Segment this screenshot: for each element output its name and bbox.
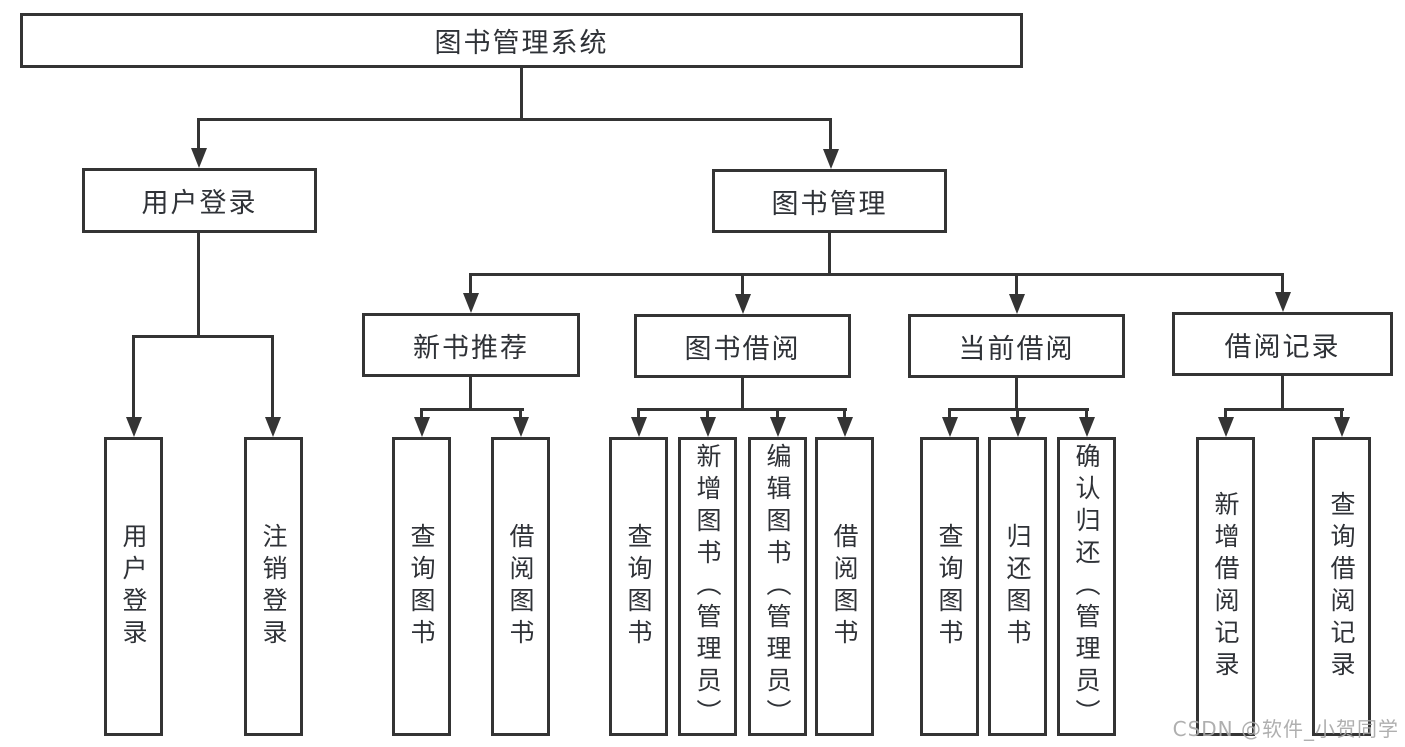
leaf-query-books-current: 查询图书	[920, 437, 979, 736]
arrowhead-icon	[942, 417, 958, 437]
arrowhead-icon	[126, 417, 142, 437]
connector-line	[1015, 273, 1018, 298]
connector-line	[1085, 408, 1088, 420]
leaf-borrow-books-recommend-label: 借阅图书	[506, 522, 535, 651]
arrowhead-icon	[1334, 417, 1350, 437]
connector-line	[1281, 273, 1284, 296]
leaf-add-books-admin-label: 新增图书（管理员）	[693, 442, 722, 731]
arrowhead-icon	[770, 417, 786, 437]
arrowhead-icon	[513, 417, 529, 437]
connector-line	[828, 233, 831, 276]
leaf-query-borrow-record: 查询借阅记录	[1312, 437, 1371, 736]
connector-line	[1340, 408, 1343, 420]
connector-line	[197, 118, 200, 152]
connector-line	[132, 335, 135, 420]
node-book-management: 图书管理	[712, 169, 947, 233]
leaf-query-books-recommend-label: 查询图书	[407, 522, 436, 651]
node-user-login-label: 用户登录	[141, 188, 258, 219]
arrowhead-icon	[414, 417, 430, 437]
connector-line	[829, 118, 832, 152]
node-book-borrow: 图书借阅	[634, 314, 851, 378]
node-borrow-records: 借阅记录	[1172, 312, 1393, 376]
connector-line	[637, 408, 640, 420]
leaf-add-borrow-record: 新增借阅记录	[1196, 437, 1255, 736]
connector-line	[1224, 408, 1227, 420]
leaf-logout: 注销登录	[244, 437, 303, 736]
arrowhead-icon	[837, 417, 853, 437]
arrowhead-icon	[1009, 294, 1025, 314]
node-book-borrow-label: 图书借阅	[684, 333, 801, 365]
arrowhead-icon	[463, 293, 479, 313]
node-borrow-records-label: 借阅记录	[1224, 331, 1341, 363]
connector-line	[706, 408, 709, 420]
leaf-query-books-recommend: 查询图书	[392, 437, 451, 736]
leaf-query-books-current-label: 查询图书	[935, 522, 964, 651]
connector-line	[1015, 378, 1018, 408]
connector-line	[637, 408, 847, 411]
leaf-logout-label: 注销登录	[259, 522, 288, 651]
leaf-edit-books-admin-label: 编辑图书（管理员）	[763, 442, 792, 731]
arrowhead-icon	[265, 417, 281, 437]
node-new-book-recommend: 新书推荐	[362, 313, 580, 377]
arrowhead-icon	[631, 417, 647, 437]
connector-line	[197, 233, 200, 338]
connector-line	[520, 68, 523, 120]
leaf-edit-books-admin: 编辑图书（管理员）	[748, 437, 807, 736]
leaf-user-login: 用户登录	[104, 437, 163, 736]
leaf-borrow-books-recommend: 借阅图书	[491, 437, 550, 736]
arrowhead-icon	[735, 294, 751, 314]
connector-line	[271, 335, 274, 420]
node-current-borrow-label: 当前借阅	[958, 333, 1075, 365]
connector-line	[843, 408, 846, 420]
arrowhead-icon	[700, 417, 716, 437]
connector-line	[469, 273, 1284, 276]
arrowhead-icon	[1218, 417, 1234, 437]
connector-line	[741, 378, 744, 408]
node-current-borrow: 当前借阅	[908, 314, 1125, 378]
connector-line	[420, 408, 423, 420]
arrowhead-icon	[1275, 292, 1291, 312]
leaf-query-borrow-record-label: 查询借阅记录	[1327, 490, 1356, 683]
leaf-borrow-books: 借阅图书	[815, 437, 874, 736]
leaf-query-books-borrow-label: 查询图书	[624, 522, 653, 651]
connector-line	[1281, 376, 1284, 408]
connector-line	[741, 273, 744, 298]
leaf-query-books-borrow: 查询图书	[609, 437, 668, 736]
leaf-borrow-books-label: 借阅图书	[830, 522, 859, 651]
connector-line	[132, 335, 274, 338]
connector-line	[1016, 408, 1019, 420]
arrowhead-icon	[1079, 417, 1095, 437]
node-root: 图书管理系统	[20, 13, 1023, 68]
arrowhead-icon	[191, 148, 207, 168]
connector-line	[469, 273, 472, 297]
leaf-return-books: 归还图书	[988, 437, 1047, 736]
leaf-confirm-return-admin: 确认归还（管理员）	[1057, 437, 1116, 736]
node-book-management-label: 图书管理	[771, 188, 888, 220]
connector-line	[420, 408, 524, 411]
leaf-add-books-admin: 新增图书（管理员）	[678, 437, 737, 736]
node-new-book-recommend-label: 新书推荐	[413, 332, 529, 364]
connector-line	[469, 377, 472, 408]
leaf-return-books-label: 归还图书	[1003, 522, 1032, 651]
connector-line	[519, 408, 522, 420]
node-user-login: 用户登录	[82, 168, 317, 233]
leaf-confirm-return-admin-label: 确认归还（管理员）	[1072, 442, 1101, 731]
csdn-watermark: CSDN @软件_小贺同学	[1172, 717, 1399, 741]
connector-line	[1224, 408, 1344, 411]
node-root-label: 图书管理系统	[434, 28, 609, 59]
connector-line	[197, 118, 832, 121]
leaf-add-borrow-record-label: 新增借阅记录	[1211, 490, 1240, 683]
connector-line	[776, 408, 779, 420]
leaf-user-login-label: 用户登录	[119, 522, 148, 651]
arrowhead-icon	[1010, 417, 1026, 437]
arrowhead-icon	[823, 149, 839, 169]
connector-line	[948, 408, 951, 420]
